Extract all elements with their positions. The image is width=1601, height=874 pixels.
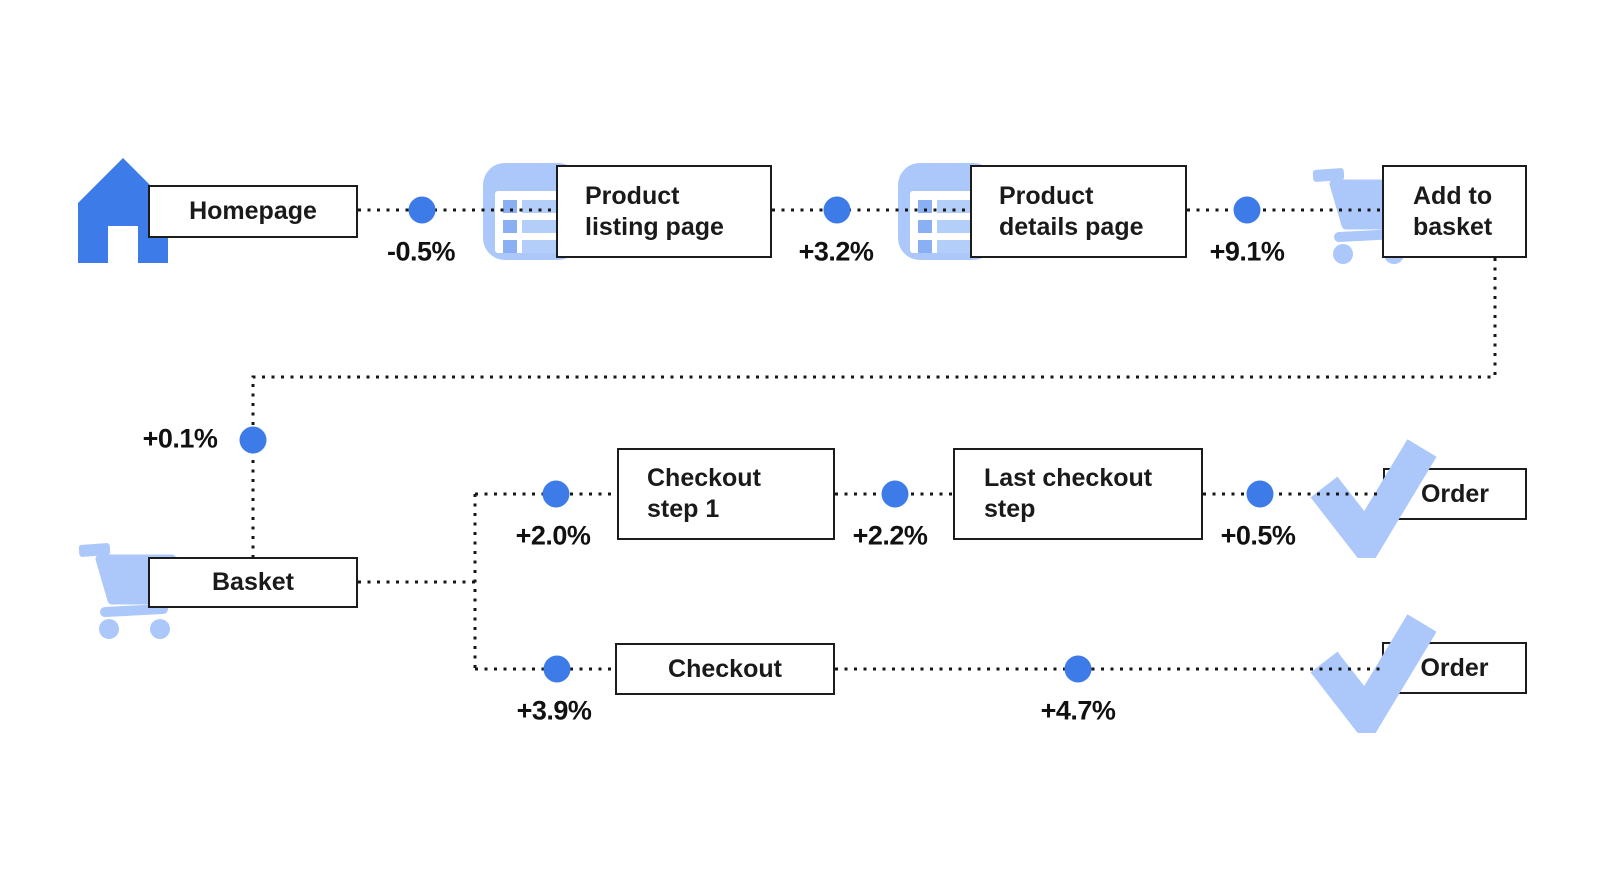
node-label: Homepage [189, 197, 317, 225]
node-checkout-step-1: Checkout step 1 [617, 448, 835, 540]
node-product-listing-page: Product listing page [556, 165, 772, 258]
checkmark-icon [1308, 438, 1448, 571]
delta-dot [543, 655, 571, 683]
delta-dot [1064, 655, 1092, 683]
checkmark-icon [1308, 613, 1448, 746]
node-label: Add to basket [1413, 181, 1493, 241]
node-add-to-basket: Add to basket [1382, 165, 1527, 258]
node-label: Basket [212, 568, 294, 596]
delta-label-basket-to-checkout-step-1: +2.0% [515, 520, 591, 551]
delta-label-listing-to-details: +3.2% [798, 236, 874, 267]
delta-dot [1246, 480, 1274, 508]
home-icon [78, 158, 168, 268]
node-label: Checkout step 1 [647, 464, 761, 523]
node-label: Order [1420, 479, 1490, 508]
delta-label-details-to-add-to-basket: +9.1% [1209, 236, 1285, 267]
node-label: Checkout [668, 654, 782, 683]
delta-label-last-to-order: +0.5% [1220, 520, 1296, 551]
delta-label-checkout-step-1-to-last: +2.2% [852, 520, 928, 551]
delta-dot [1233, 196, 1261, 224]
node-label: Order [1420, 653, 1489, 682]
delta-label-add-to-basket-to-basket: +0.1% [142, 423, 218, 454]
node-homepage: Homepage [148, 185, 358, 238]
delta-label-homepage-to-listing: -0.5% [386, 236, 456, 267]
node-label: Product listing page [585, 181, 724, 241]
delta-dot [542, 480, 570, 508]
delta-label-basket-to-checkout: +3.9% [516, 695, 592, 726]
node-product-details-page: Product details page [970, 165, 1187, 258]
delta-dot [881, 480, 909, 508]
node-checkout: Checkout [615, 643, 835, 695]
node-last-checkout-step: Last checkout step [953, 448, 1203, 540]
node-basket: Basket [148, 557, 358, 608]
delta-dot [823, 196, 851, 224]
delta-dot [239, 426, 267, 454]
delta-dot [408, 196, 436, 224]
node-label: Product details page [999, 181, 1144, 241]
delta-label-checkout-to-order: +4.7% [1040, 695, 1116, 726]
node-label: Last checkout step [984, 464, 1153, 523]
connector-add-to-basket-elbow [251, 258, 1497, 557]
